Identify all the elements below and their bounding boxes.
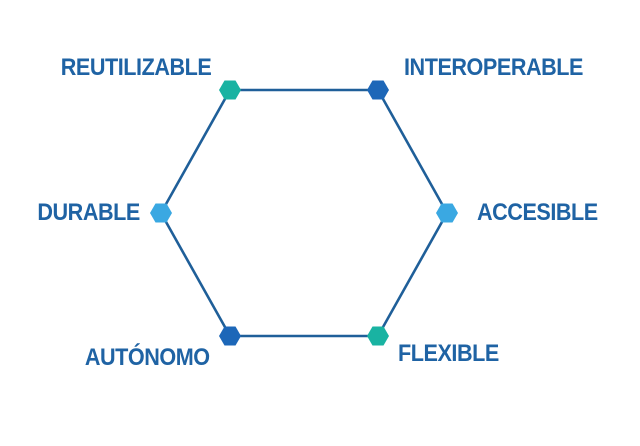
node-group [150, 80, 458, 346]
hexagon-outline [159, 88, 449, 338]
label-accesible: ACCESIBLE [477, 199, 598, 226]
hexagon-node-icon [367, 80, 389, 100]
hexagon-node-icon [219, 326, 241, 346]
label-interoperable: INTEROPERABLE [404, 54, 583, 81]
hexagon-node-icon [219, 80, 241, 100]
label-durable: DURABLE [37, 199, 141, 226]
hexagon-node-icon [367, 326, 389, 346]
label-reutilizable: REUTILIZABLE [60, 54, 211, 81]
hexagon-node-icon [436, 203, 458, 223]
hexagon-node-icon [150, 203, 172, 223]
label-autonomo: AUTÓNOMO [85, 344, 210, 371]
label-flexible: FLEXIBLE [398, 340, 499, 367]
